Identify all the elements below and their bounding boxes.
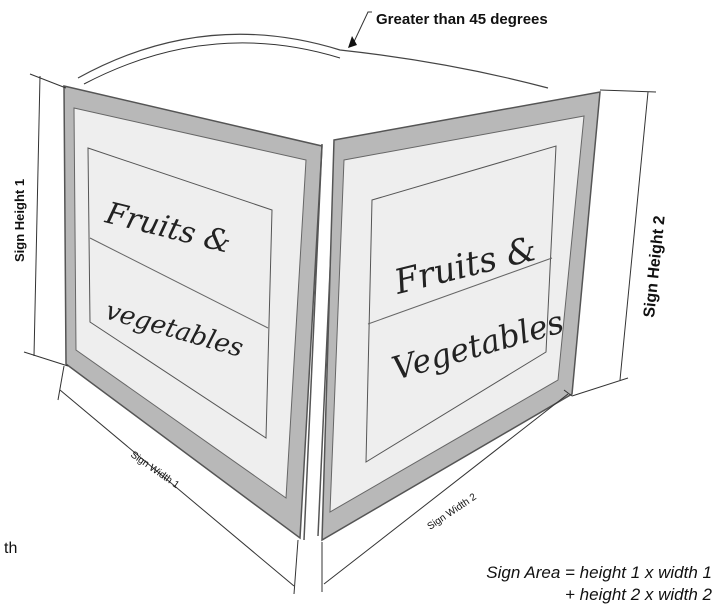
height2-ext-bottom — [571, 377, 629, 397]
angle-arc-inner — [83, 42, 341, 85]
width1-dimension-line — [59, 389, 295, 587]
width2-label: Sign Width 2 — [426, 491, 480, 532]
height2-ext-top — [599, 89, 657, 93]
width1-ext-left — [57, 365, 65, 401]
angle-label: Greater than 45 degrees — [376, 11, 548, 28]
right-face-inner-border — [365, 145, 557, 463]
height1-label: Sign Height 1 — [12, 179, 27, 262]
angle-leader-line — [351, 11, 372, 47]
height1-ext-bottom — [23, 351, 69, 367]
corner-seam — [303, 143, 323, 541]
angle-arrowhead — [348, 36, 357, 48]
right-face-divider — [367, 257, 553, 325]
left-face-panel — [73, 107, 307, 499]
formula-line2: + height 2 x width 2 — [565, 585, 713, 604]
width2-dimension-line — [323, 393, 569, 585]
height1-dimension-line — [33, 75, 41, 357]
width2-ext-right — [563, 389, 573, 397]
width1-label: Sign Width 1 — [128, 449, 181, 491]
left-face-inner-border — [87, 147, 273, 439]
width1-ext-right — [293, 539, 299, 595]
height2-dimension-line — [619, 91, 649, 381]
left-face-divider — [89, 237, 269, 329]
formula-line1: Sign Area = height 1 x width 1 — [486, 563, 712, 582]
partial-left-text: th — [4, 540, 17, 557]
right-face-panel — [329, 115, 585, 513]
height1-ext-top — [29, 73, 67, 89]
height2-label: Sign Height 2 — [641, 215, 669, 319]
angle-arc — [77, 33, 549, 89]
